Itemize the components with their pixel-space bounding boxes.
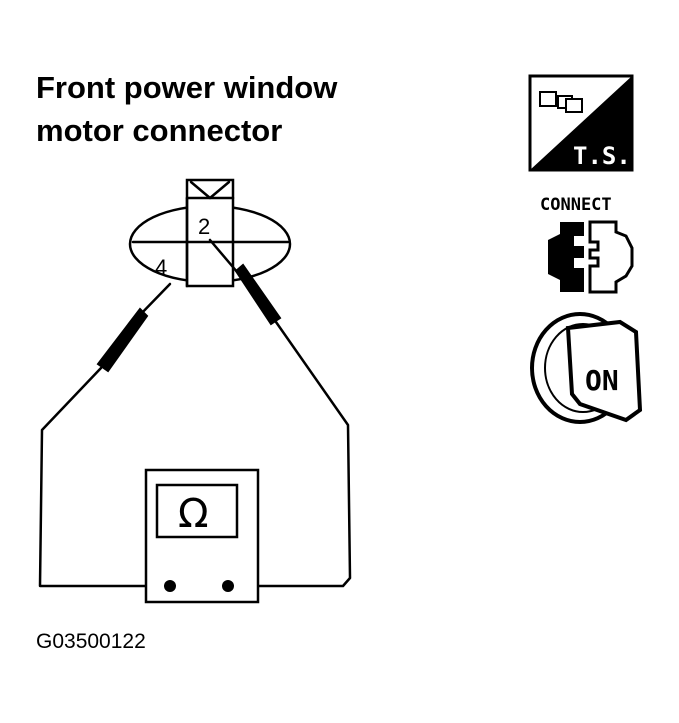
ignition-on-label: ON (585, 364, 619, 397)
right-probe-tip (208, 238, 240, 275)
left-probe-lead-wire (38, 366, 170, 588)
test-stand-icon: T.S. (528, 74, 634, 172)
left-probe-handle (96, 307, 149, 373)
connector-plug-icon: CONNECT (540, 195, 634, 294)
connector-latch-mark (189, 180, 231, 200)
ts-icon-part-a (539, 91, 557, 107)
ohmmeter-terminal-right (222, 580, 234, 592)
diagram-title-line-1: Front power window (36, 70, 338, 105)
ts-icon-dark-half (530, 76, 632, 170)
figure-code: G03500122 (36, 630, 146, 653)
right-probe-lead-wire (226, 320, 352, 588)
pin-4-label: 4 (155, 255, 167, 280)
left-test-probe (38, 282, 172, 588)
ignition-key-icon: ON (530, 312, 643, 424)
ohmmeter-terminal-left (164, 580, 176, 592)
right-probe-handle (234, 263, 282, 326)
diagram-title-line-2: motor connector (36, 113, 282, 148)
ts-icon-part-c (565, 98, 583, 113)
ohmmeter: Ω (144, 468, 260, 604)
connect-label: CONNECT (540, 195, 612, 215)
pin-2-label: 2 (198, 214, 210, 239)
ignition-key (565, 319, 643, 423)
plug-left-half (548, 222, 584, 292)
plug-right-half (588, 220, 634, 294)
right-test-probe (208, 238, 352, 588)
motor-connector: 2 4 (128, 178, 292, 288)
ts-label: T.S. (573, 142, 631, 170)
ohmmeter-display (155, 483, 239, 539)
ohm-symbol: Ω (178, 491, 209, 537)
